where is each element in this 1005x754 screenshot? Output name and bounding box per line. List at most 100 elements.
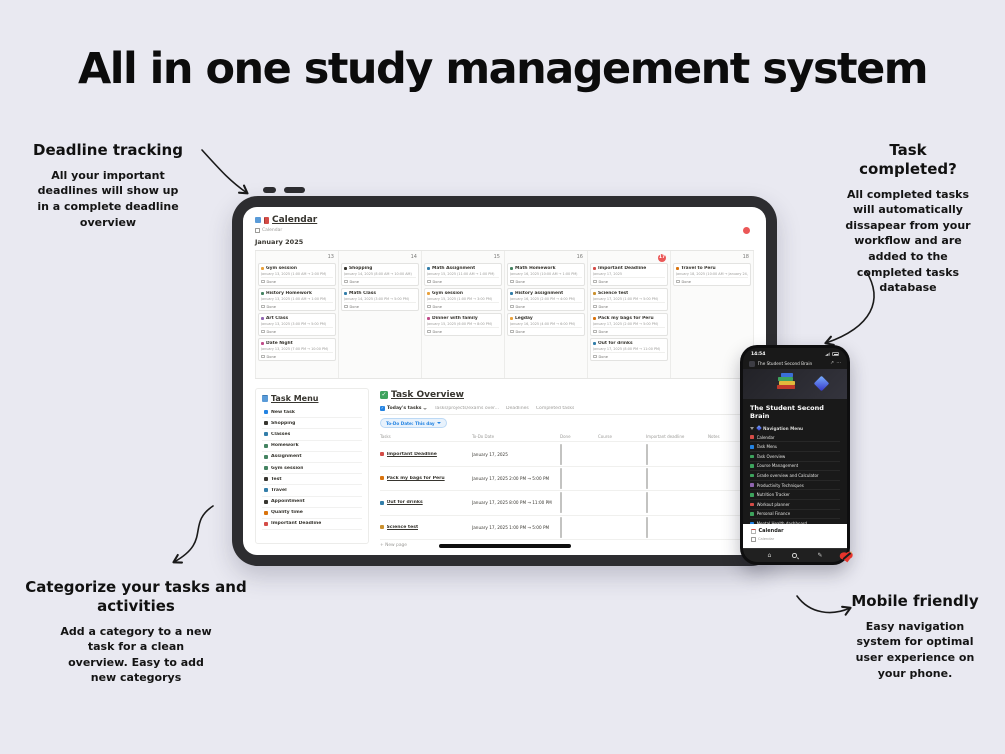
- menu-item-label: Task Menu: [756, 444, 778, 450]
- calendar-event[interactable]: Pack my bags for Peru January 17, 2025 (…: [590, 313, 668, 336]
- annotation-mobile-friendly: Mobile friendly Easy navigation system f…: [850, 592, 980, 681]
- phone-menu-item[interactable]: Nutrition Tracker: [750, 490, 840, 501]
- tab-item[interactable]: Completed tasks: [536, 406, 575, 411]
- done-checkbox[interactable]: [261, 354, 265, 359]
- important-deadline-checkbox[interactable]: [646, 443, 648, 465]
- task-menu-item-label: Test: [271, 476, 282, 482]
- new-page-button[interactable]: + New page: [380, 542, 408, 548]
- task-menu-item[interactable]: Assignment: [262, 452, 362, 463]
- search-icon[interactable]: [792, 553, 797, 558]
- event-color-dot: [427, 266, 430, 270]
- todo-date-filter-chip[interactable]: To-Do Date: This day: [380, 418, 448, 428]
- done-checkbox[interactable]: [593, 279, 597, 284]
- done-checkbox[interactable]: [261, 279, 265, 284]
- done-checkbox[interactable]: [427, 279, 431, 284]
- record-dot-icon[interactable]: [743, 227, 750, 234]
- calendar-event[interactable]: Shopping January 14, 2025 (8:00 AM → 10:…: [341, 263, 419, 286]
- done-checkbox[interactable]: [510, 329, 514, 334]
- done-checkbox[interactable]: [261, 304, 265, 309]
- calendar-event[interactable]: Math Class January 14, 2025 (3:00 PM → 5…: [341, 288, 419, 311]
- calendar-event[interactable]: Date Night January 13, 2025 (7:00 PM → 1…: [258, 338, 336, 361]
- task-menu-item[interactable]: Homework: [262, 441, 362, 452]
- phone-menu-item[interactable]: Personal Finance: [750, 510, 840, 520]
- table-row[interactable]: Science test January 17, 2025 1:00 PM → …: [380, 516, 752, 540]
- done-label: Done: [598, 304, 608, 309]
- done-checkbox[interactable]: [344, 279, 348, 284]
- task-menu-item[interactable]: Important Deadline: [262, 519, 362, 531]
- tab-item[interactable]: Deadlines: [506, 406, 529, 411]
- important-deadline-checkbox[interactable]: [646, 516, 648, 538]
- category-icon: [264, 499, 268, 504]
- task-name: Important Deadline: [386, 451, 437, 457]
- phone-menu-item[interactable]: Productivity Techniques: [750, 481, 840, 491]
- calendar-event[interactable]: History assignment January 16, 2025 (2:0…: [507, 288, 585, 311]
- done-checkbox[interactable]: [261, 329, 265, 334]
- column-header: Notes: [708, 434, 720, 440]
- calendar-day-column: 14 Shopping January 14, 2025 (8:00 AM → …: [339, 251, 422, 378]
- done-label: Done: [432, 329, 442, 334]
- calendar-event[interactable]: Important Deadline January 17, 2025 Done: [590, 263, 668, 286]
- task-menu-item[interactable]: Classes: [262, 429, 362, 441]
- done-checkbox[interactable]: [510, 279, 514, 284]
- task-menu-item-label: Appointment: [271, 499, 305, 505]
- calendar-event[interactable]: Math Assignment January 15, 2025 (11:00 …: [424, 263, 502, 286]
- calendar-event[interactable]: Math Homework January 16, 2025 (10:00 AM…: [507, 263, 585, 286]
- done-checkbox[interactable]: [510, 304, 514, 309]
- task-menu-item[interactable]: New task: [262, 407, 362, 419]
- phone-menu-item[interactable]: Grade overview and Calculator: [750, 471, 840, 481]
- home-icon[interactable]: ⌂: [767, 551, 772, 559]
- task-menu-item[interactable]: Test: [262, 474, 362, 486]
- done-checkbox[interactable]: [676, 279, 680, 284]
- calendar-event[interactable]: History Homework January 13, 2025 (1:00 …: [258, 288, 336, 311]
- task-menu-item[interactable]: Travel: [262, 485, 362, 497]
- calendar-event[interactable]: Dinner with family January 15, 2025 (6:0…: [424, 313, 502, 336]
- calendar-event[interactable]: Art Class January 13, 2025 (3:00 PM → 5:…: [258, 313, 336, 336]
- done-checkbox[interactable]: [593, 354, 597, 359]
- done-checkbox[interactable]: [560, 443, 562, 465]
- category-icon: [264, 521, 268, 526]
- done-label: Done: [266, 304, 276, 309]
- expand-icon[interactable]: [255, 217, 261, 223]
- phone-menu-item[interactable]: Workout planner: [750, 500, 840, 510]
- done-checkbox[interactable]: [560, 492, 562, 514]
- event-title: Math Class: [349, 290, 377, 296]
- task-menu-item[interactable]: Quality time: [262, 508, 362, 519]
- phone-menu-item[interactable]: Task Overview: [750, 452, 840, 462]
- done-checkbox[interactable]: [560, 467, 562, 489]
- done-checkbox[interactable]: [593, 304, 597, 309]
- phone-menu-item[interactable]: Course Management: [750, 462, 840, 472]
- table-row[interactable]: Out for drinks January 17, 2025 8:00 PM …: [380, 491, 752, 516]
- done-checkbox[interactable]: [560, 516, 562, 538]
- home-indicator[interactable]: [438, 543, 571, 548]
- event-color-dot: [510, 291, 513, 295]
- done-checkbox[interactable]: [427, 304, 431, 309]
- important-deadline-checkbox[interactable]: [646, 467, 648, 489]
- phone-menu-item[interactable]: Task Menu: [750, 442, 840, 453]
- phone-menu-item[interactable]: Calendar: [750, 433, 840, 443]
- task-menu-item[interactable]: Appointment: [262, 497, 362, 508]
- done-checkbox[interactable]: [593, 329, 597, 334]
- important-deadline-checkbox[interactable]: [646, 492, 648, 514]
- compose-icon[interactable]: ✎: [817, 551, 823, 559]
- calendar-event[interactable]: Gym session January 13, 2025 (1:00 AM → …: [258, 263, 336, 286]
- navigation-menu-toggle[interactable]: Navigation Menu: [750, 425, 840, 432]
- done-checkbox[interactable]: [427, 329, 431, 334]
- table-row[interactable]: Important Deadline January 17, 2025: [380, 442, 752, 467]
- phone-calendar-card[interactable]: Calendar Calendar: [743, 524, 847, 548]
- calendar-event[interactable]: Science test January 17, 2025 (1:00 PM →…: [590, 288, 668, 311]
- calendar-event[interactable]: Legday January 16, 2025 (4:00 PM → 6:00 …: [507, 313, 585, 336]
- share-icon[interactable]: ↗: [830, 361, 834, 366]
- done-checkbox[interactable]: [344, 304, 348, 309]
- more-options-icon[interactable]: ⋯: [836, 361, 841, 366]
- table-row[interactable]: Pack my bags for Peru January 17, 2025 2…: [380, 467, 752, 492]
- tab-item[interactable]: Tasks/projects/exams over...: [434, 406, 499, 411]
- category-icon: [264, 510, 268, 515]
- task-menu-item[interactable]: Gym session: [262, 463, 362, 475]
- calendar-event[interactable]: Gym session January 15, 2025 (1:00 PM → …: [424, 288, 502, 311]
- task-menu-item[interactable]: Shopping: [262, 418, 362, 430]
- calendar-event[interactable]: Out for drinks January 17, 2025 (8:00 PM…: [590, 338, 668, 361]
- phone-menu-item[interactable]: Mental Health dashboard: [750, 519, 840, 524]
- calendar-event[interactable]: Travel to Peru January 18, 2025 (10:00 A…: [673, 263, 751, 286]
- tab-todays-tasks[interactable]: ✓ Today's tasks: [380, 406, 428, 411]
- book-icon: [778, 377, 793, 381]
